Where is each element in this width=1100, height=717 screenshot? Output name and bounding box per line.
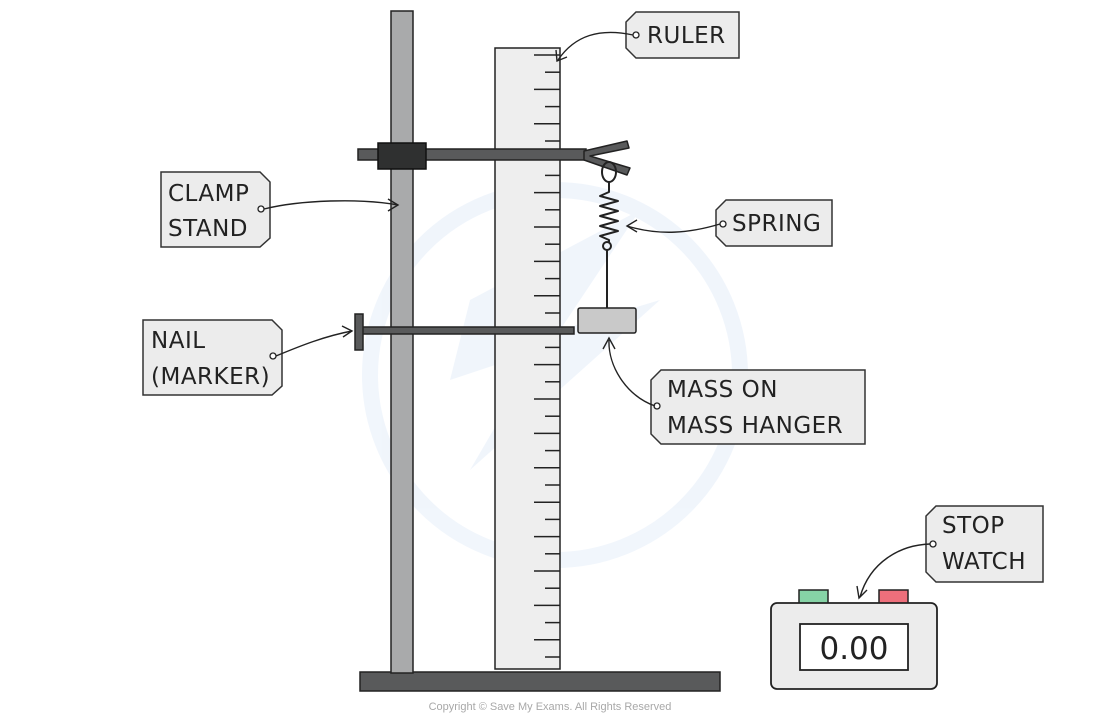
label-clamp-stand-line2: STAND xyxy=(168,216,248,242)
nail-marker xyxy=(354,313,575,351)
label-spring-text: SPRING xyxy=(732,211,821,237)
clamp-jaws xyxy=(583,140,631,176)
stopwatch: 0.00 xyxy=(770,589,938,690)
label-clamp-stand-line1: CLAMP xyxy=(168,181,249,207)
label-stop-watch: STOP WATCH xyxy=(856,505,1044,600)
label-stop-watch-line1: STOP xyxy=(942,513,1005,539)
stopwatch-display: 0.00 xyxy=(819,631,888,667)
label-ruler-text: RULER xyxy=(647,23,726,49)
copyright-text: Copyright © Save My Exams. All Rights Re… xyxy=(429,701,672,713)
stopwatch-stop-button xyxy=(878,589,909,605)
stopwatch-display-box xyxy=(799,623,909,671)
label-mass-line1: MASS ON xyxy=(667,377,778,403)
stand-base xyxy=(359,671,721,692)
ruler xyxy=(494,47,561,670)
label-mass-line2: MASS HANGER xyxy=(667,413,843,439)
label-spring: SPRING xyxy=(625,199,833,247)
clamp-boss xyxy=(377,142,427,170)
label-nail-line1: NAIL xyxy=(151,328,206,354)
stand-rod xyxy=(390,10,414,674)
stopwatch-start-button xyxy=(798,589,829,605)
label-mass-hanger: MASS ON MASS HANGER xyxy=(602,336,866,445)
label-clamp-stand: CLAMP STAND xyxy=(160,171,400,248)
mass-on-hanger xyxy=(577,307,637,334)
label-nail-marker: NAIL (MARKER) xyxy=(142,319,354,396)
label-ruler: RULER xyxy=(555,11,740,62)
spring xyxy=(599,161,619,308)
label-stop-watch-line2: WATCH xyxy=(942,549,1026,575)
label-nail-line2: (MARKER) xyxy=(151,364,270,390)
